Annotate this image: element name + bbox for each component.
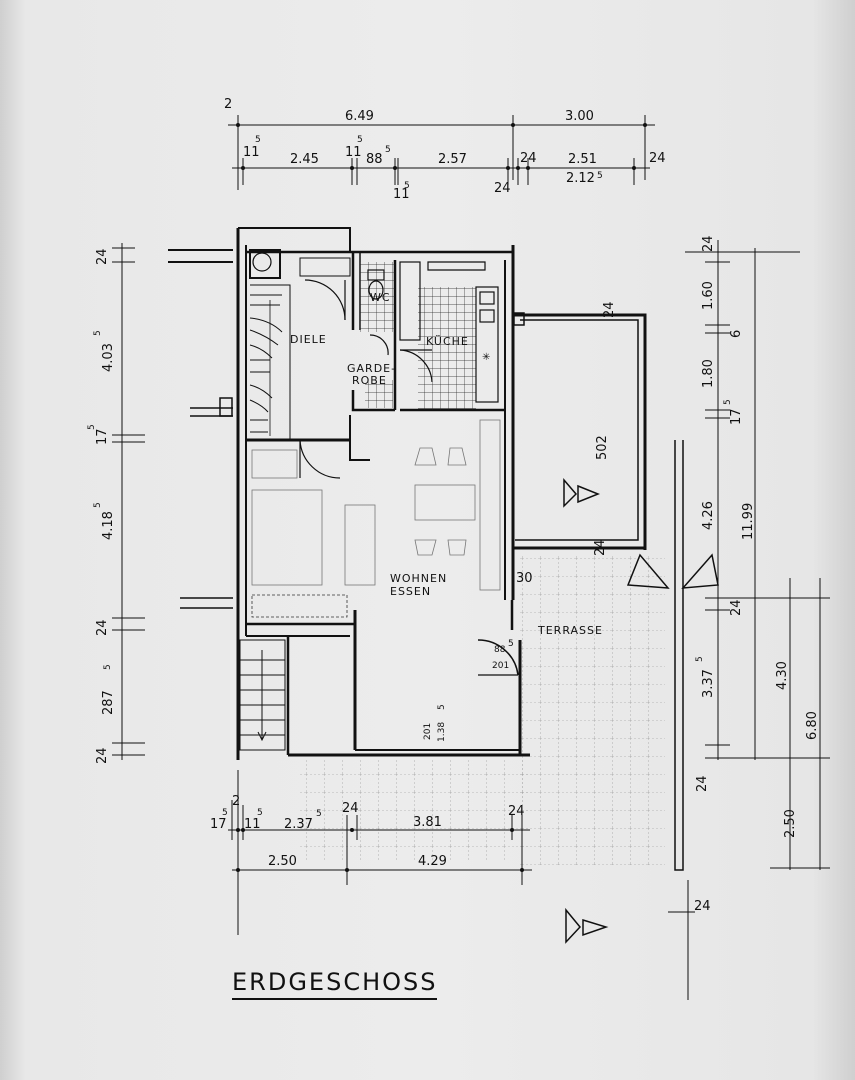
room-label-garderobe-1: GARDE- bbox=[347, 362, 396, 375]
wc-fixture bbox=[367, 269, 385, 300]
dim-top-88: 88 bbox=[366, 152, 383, 167]
dim-top-24b: 24 bbox=[649, 151, 666, 166]
dim-right-1199: 11.99 bbox=[741, 503, 756, 540]
dim-left-24c: 24 bbox=[95, 747, 110, 764]
dim-door-88-sup: 5 bbox=[508, 639, 514, 649]
dim-bot-17: 17 bbox=[210, 817, 227, 832]
dim-top-88-sup: 5 bbox=[385, 145, 391, 155]
dim-right-337-sup: 5 bbox=[695, 656, 705, 662]
dim-terr-24a: 24 bbox=[602, 301, 617, 318]
dim-top-257: 2.57 bbox=[438, 152, 467, 167]
dim-right-426: 4.26 bbox=[701, 501, 716, 530]
dim-bot-381: 3.81 bbox=[413, 815, 442, 830]
dim-bot-24b: 24 bbox=[508, 804, 525, 819]
furniture bbox=[251, 419, 501, 618]
terrace-paving bbox=[520, 555, 665, 865]
dim-win-138-sup: 5 bbox=[437, 704, 447, 710]
dim-right-24c: 24 bbox=[695, 775, 710, 792]
dim-win-138: 1.38 bbox=[437, 722, 447, 742]
dim-right-430: 4.30 bbox=[775, 661, 790, 690]
dim-terr-30: 30 bbox=[516, 571, 533, 586]
dim-right-337: 3.37 bbox=[701, 669, 716, 698]
dim-top-11b: 11 bbox=[345, 145, 362, 160]
dim-left-418-sup: 5 bbox=[93, 502, 103, 508]
top-dimension-chain bbox=[228, 115, 655, 190]
dim-right-24a: 24 bbox=[701, 235, 716, 252]
dim-bot-429: 4.29 bbox=[418, 854, 447, 869]
section-marker-terrace bbox=[563, 477, 601, 508]
dim-terr-24b: 24 bbox=[593, 539, 608, 556]
dim-top-251: 2.51 bbox=[568, 152, 597, 167]
room-label-kueche: KÜCHE bbox=[426, 335, 469, 348]
dim-right-160: 1.60 bbox=[701, 281, 716, 310]
dim-door-88: 88 bbox=[494, 645, 506, 655]
dim-top-24a: 24 bbox=[520, 151, 537, 166]
dim-bot-2: 2 bbox=[232, 794, 240, 809]
dim-right-250: 2.50 bbox=[783, 809, 798, 838]
dim-left-418: 4.18 bbox=[101, 511, 116, 540]
dim-top-11a-sup: 5 bbox=[255, 135, 261, 145]
svg-text:✳: ✳ bbox=[482, 352, 490, 363]
wc-tiles bbox=[360, 262, 395, 332]
dim-left-287-sup: 5 bbox=[103, 664, 113, 670]
dim-bot-24a: 24 bbox=[342, 801, 359, 816]
dim-left-403-sup: 5 bbox=[93, 330, 103, 336]
room-label-garderobe-2: ROBE bbox=[352, 374, 387, 387]
dim-left-17: 17 bbox=[95, 428, 110, 445]
dim-top-24c: 24 bbox=[494, 181, 511, 196]
dim-right-17-sup: 5 bbox=[723, 399, 733, 405]
gate-leaves bbox=[626, 553, 719, 589]
dim-bot-11-sup: 5 bbox=[257, 808, 263, 818]
cellar-stairs bbox=[239, 639, 286, 751]
dim-door-201: 201 bbox=[492, 661, 509, 671]
kitchen-counter: ✳ bbox=[399, 261, 499, 403]
dim-terr-502: 502 bbox=[595, 435, 610, 460]
dim-left-287: 287 bbox=[101, 690, 116, 715]
dim-right-17: 17 bbox=[729, 408, 744, 425]
front-paving bbox=[300, 760, 530, 860]
dim-top-300: 3.00 bbox=[565, 109, 594, 124]
garderobe-tiles bbox=[365, 380, 393, 408]
dim-top-212-sup: 5 bbox=[597, 171, 603, 181]
door-swings bbox=[299, 279, 519, 676]
dim-bot-17-sup: 5 bbox=[222, 808, 228, 818]
dim-top-649: 6.49 bbox=[345, 109, 374, 124]
room-label-terrasse: TERRASSE bbox=[537, 624, 603, 637]
shaft bbox=[249, 249, 351, 279]
room-label-essen: ESSEN bbox=[390, 585, 431, 598]
dim-bot-11: 11 bbox=[244, 817, 261, 832]
dim-left-24a: 24 bbox=[95, 248, 110, 265]
section-marker-bottom bbox=[565, 907, 609, 944]
dim-top-2: 2 bbox=[224, 97, 232, 112]
dim-top-11a: 11 bbox=[243, 145, 260, 160]
dim-bot-237-sup: 5 bbox=[316, 809, 322, 819]
dim-top-11c-sup: 5 bbox=[404, 181, 410, 191]
dim-left-17-sup: 5 bbox=[87, 424, 97, 430]
dim-bot-237: 2.37 bbox=[284, 817, 313, 832]
dim-left-403: 4.03 bbox=[101, 343, 116, 372]
bottom-dimension-chain bbox=[228, 770, 532, 935]
stairs bbox=[219, 284, 291, 440]
room-label-diele: DIELE bbox=[290, 333, 327, 346]
dim-top-11c: 11 bbox=[393, 187, 410, 202]
dim-left-24b: 24 bbox=[95, 619, 110, 636]
dim-win-201: 201 bbox=[423, 723, 433, 740]
room-label-wohnen: WOHNEN bbox=[390, 572, 447, 585]
dim-bot-250: 2.50 bbox=[268, 854, 297, 869]
dim-right-180: 1.80 bbox=[701, 359, 716, 388]
dim-right-24b: 24 bbox=[729, 599, 744, 616]
plan-title: ERDGESCHOSS bbox=[232, 968, 438, 1000]
right-dimension-chain bbox=[668, 240, 830, 1000]
dim-right-680: 6.80 bbox=[805, 711, 820, 740]
dim-top-11b-sup: 5 bbox=[357, 135, 363, 145]
left-dimension-chain bbox=[112, 243, 145, 760]
kitchen-tiles bbox=[418, 287, 476, 410]
dim-right-6: 6 bbox=[729, 330, 744, 338]
dim-top-245: 2.45 bbox=[290, 152, 319, 167]
dim-bot-24c: 24 bbox=[694, 899, 711, 914]
room-label-wc: WC bbox=[370, 291, 391, 304]
terrace-walls bbox=[513, 312, 684, 871]
dim-top-212: 2.12 bbox=[566, 171, 595, 186]
